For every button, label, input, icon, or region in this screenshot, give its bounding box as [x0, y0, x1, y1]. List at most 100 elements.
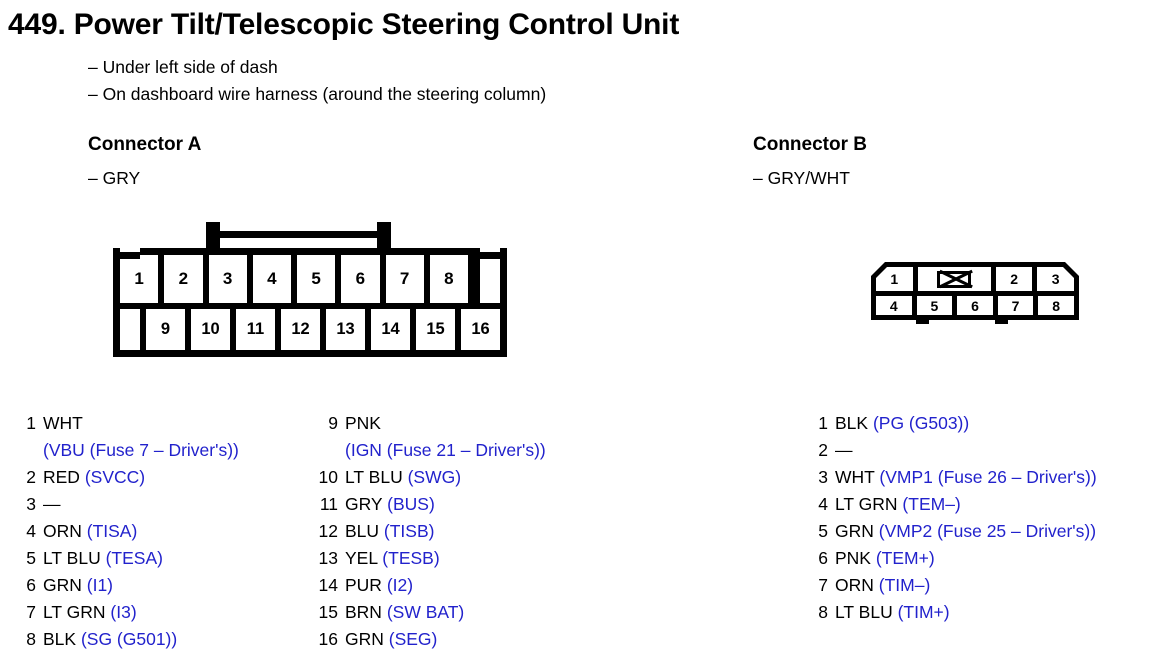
- pin-cell: 3: [209, 255, 253, 303]
- pin-entry: 3—: [24, 491, 239, 518]
- circuit-label: (I1): [81, 575, 114, 595]
- connector-a-bottom-row: 9 10 11 12 13 14 15 16: [120, 303, 500, 350]
- pin-number: 15: [318, 602, 338, 622]
- circuit-label: (TISA): [81, 521, 138, 541]
- pin-number: 2: [818, 440, 828, 460]
- pin-number: 3: [818, 467, 828, 487]
- pin-cell: 13: [326, 309, 371, 350]
- pin-cell: 11: [236, 309, 281, 350]
- circuit-label: (PG (G503)): [868, 413, 970, 433]
- circuit-label: (SEG): [383, 629, 438, 649]
- pin-description: LT BLU (TESA): [43, 545, 163, 572]
- connector-b-heading: Connector B: [753, 134, 867, 155]
- shoulder-notch-right-icon: [480, 248, 500, 259]
- pin-number: 4: [818, 494, 828, 514]
- pin-number: 1: [818, 413, 828, 433]
- pin-cell: 14: [371, 309, 416, 350]
- wire-color: RED: [43, 467, 80, 487]
- page-title-text: Power Tilt/Telescopic Steering Control U…: [73, 8, 680, 41]
- connector-a-color: – GRY: [88, 168, 141, 188]
- pin-description: ORN (TISA): [43, 518, 137, 545]
- circuit-label: (TIM+): [892, 602, 950, 622]
- pin-number: 5: [26, 548, 36, 568]
- pin-cell: 2: [164, 255, 209, 303]
- pin-cell: 6: [957, 296, 998, 315]
- connector-a-pinlist-column-2: 9 PNK (IGN (Fuse 21 – Driver's)) 10 LT BLU (…: [316, 410, 546, 653]
- pin-number: 5: [818, 521, 828, 541]
- wire-color: BLK: [43, 629, 77, 649]
- wire-color: LT BLU: [835, 602, 893, 622]
- circuit-label: (TIM–): [873, 575, 931, 595]
- circuit-label: (I3): [105, 602, 137, 622]
- pin-description: —: [43, 491, 61, 518]
- pin-description: LT BLU (TIM+): [835, 599, 950, 626]
- pin-number: 16: [318, 629, 338, 649]
- pin-cell: 3: [1051, 271, 1060, 287]
- pin-number: 12: [318, 521, 338, 541]
- pin-cell: 8: [1052, 297, 1061, 314]
- pin-description: GRN (VMP2 (Fuse 25 – Driver's)): [835, 518, 1096, 545]
- connector-a-top-row: 1 2 3 4 5 6 7 8: [120, 255, 500, 303]
- wire-color: LT BLU: [345, 467, 403, 487]
- pin-description: LT GRN (I3): [43, 599, 137, 626]
- pin-cell: 9: [146, 309, 191, 350]
- wire-color: BLU: [345, 521, 380, 541]
- pin-description: BLK (PG (G503)): [835, 410, 969, 437]
- pin-description: BLU (TISB): [345, 518, 434, 545]
- pin-number: 9: [328, 413, 338, 433]
- pin-description: RED (SVCC): [43, 464, 145, 491]
- pin-description: —: [835, 437, 853, 464]
- connector-a-diagram: 1 2 3 4 5 6 7 8 9 10 11 12 13 14 15 16: [113, 222, 507, 357]
- connector-a-heading: Connector A: [88, 134, 202, 155]
- pin-description: YEL (TESB): [345, 545, 440, 572]
- wire-color: YEL: [345, 548, 378, 568]
- circuit-label: (TESB): [377, 548, 440, 568]
- pin-entry: 13 YEL (TESB): [316, 545, 546, 572]
- pin-number: 4: [26, 521, 36, 541]
- circuit-label-continuation: (IGN (Fuse 21 – Driver's)): [345, 440, 546, 460]
- bridge-post-left: [206, 222, 220, 254]
- wire-color: PNK: [345, 413, 381, 433]
- wire-color: LT GRN: [43, 602, 106, 622]
- connector-a-locking-bridge: [206, 222, 391, 254]
- connector-b-color: – GRY/WHT: [753, 168, 850, 188]
- pin-number: 13: [318, 548, 338, 568]
- pin-cell: 5: [297, 255, 342, 303]
- circuit-label: (VMP2 (Fuse 25 – Driver's)): [873, 521, 1097, 541]
- pin-number: 10: [318, 467, 338, 487]
- pin-entry: 4 ORN (TISA): [24, 518, 239, 545]
- pin-cell: 4: [253, 255, 297, 303]
- pin-number: 7: [818, 575, 828, 595]
- pin-entry: 3 WHT (VMP1 (Fuse 26 – Driver's)): [816, 464, 1097, 491]
- wire-color: GRN: [43, 575, 82, 595]
- pin-number: 2: [26, 467, 36, 487]
- pin-description: GRN (I1): [43, 572, 113, 599]
- pin-cell: 5: [917, 296, 958, 315]
- pin-description: PNK: [345, 410, 381, 437]
- wire-color: PNK: [835, 548, 871, 568]
- pin-entry: 8 BLK (SG (G501)): [24, 626, 239, 653]
- lock-tab-glyph: [937, 270, 972, 288]
- location-notes: – Under left side of dash – On dashboard…: [88, 54, 546, 108]
- pin-description: GRN (SEG): [345, 626, 437, 653]
- circuit-label: (I2): [381, 575, 414, 595]
- circuit-label: (VMP1 (Fuse 26 – Driver's)): [874, 467, 1097, 487]
- pin-cell-empty: [474, 255, 500, 303]
- pin-cell: 2: [996, 267, 1038, 291]
- wire-color: —: [43, 494, 61, 514]
- pin-description: BLK (SG (G501)): [43, 626, 177, 653]
- bridge-post-right: [377, 222, 391, 254]
- pin-number: 8: [26, 629, 36, 649]
- wire-color: WHT: [835, 467, 875, 487]
- pin-description: GRY (BUS): [345, 491, 435, 518]
- connector-b-pinlist: 1 BLK (PG (G503)) 2 — 3 WHT (VMP1 (Fuse 26 – …: [816, 410, 1097, 626]
- lock-tab-icon: [918, 267, 996, 291]
- pin-description: WHT: [43, 410, 83, 437]
- wire-color: ORN: [835, 575, 874, 595]
